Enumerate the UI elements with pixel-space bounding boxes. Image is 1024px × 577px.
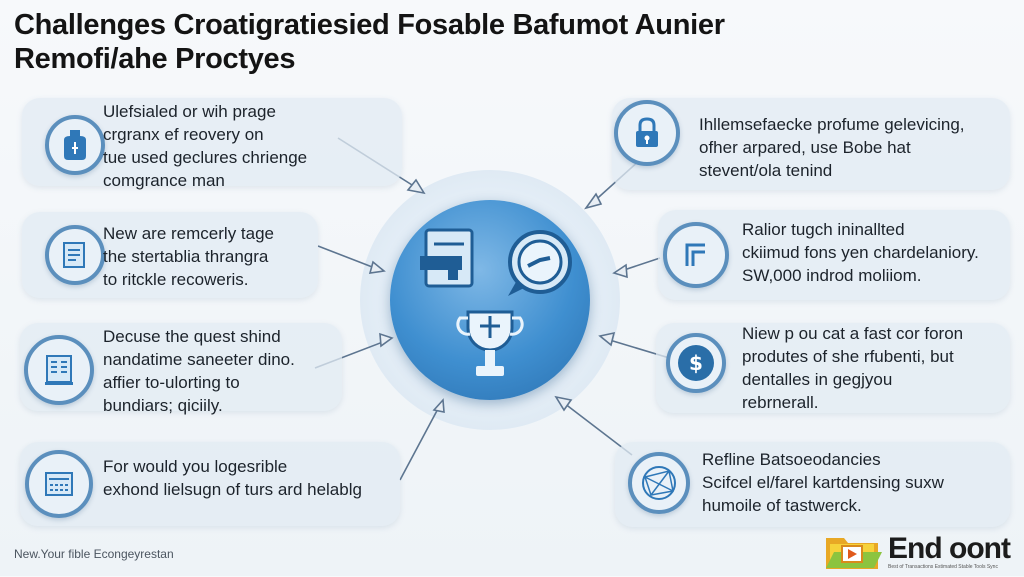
arrow-left-2 xyxy=(317,245,381,271)
title-line-1: Challenges Croatigratiesied Fosable Bafu… xyxy=(14,9,725,41)
trophy-icon xyxy=(456,310,524,376)
bottle-icon xyxy=(45,115,105,175)
logo-tagline: Best of Transactions Estimated Stable To… xyxy=(888,564,998,570)
bracket-icon xyxy=(663,222,729,288)
brand-logo: End oont Best of Transactions Estimated … xyxy=(824,528,1014,572)
calculator-icon xyxy=(25,450,93,518)
ledger-icon xyxy=(24,335,94,405)
globe-network-icon xyxy=(628,452,690,514)
lock-icon xyxy=(614,100,680,166)
svg-text:$: $ xyxy=(689,351,703,375)
title-line-2: Remofi/ahe Proctyes xyxy=(14,43,296,75)
right-card-1 xyxy=(612,98,1010,190)
right-item-1-text: Ihllemsefaecke profume gelevicing,ofher … xyxy=(699,115,965,180)
document-icon xyxy=(45,225,105,285)
page-title: Challenges Croatigratiesied Fosable Bafu… xyxy=(14,8,725,76)
folder-play-icon xyxy=(826,538,882,569)
logo-name: End oont xyxy=(888,532,1011,565)
dollar-icon: $ xyxy=(666,333,726,393)
hub-circle xyxy=(390,200,590,400)
chat-clock-icon xyxy=(508,230,572,296)
footer-text: New.Your fible Econgeyrestan xyxy=(14,547,174,561)
arrow-left-4 xyxy=(399,404,441,481)
document-icon xyxy=(420,228,474,288)
